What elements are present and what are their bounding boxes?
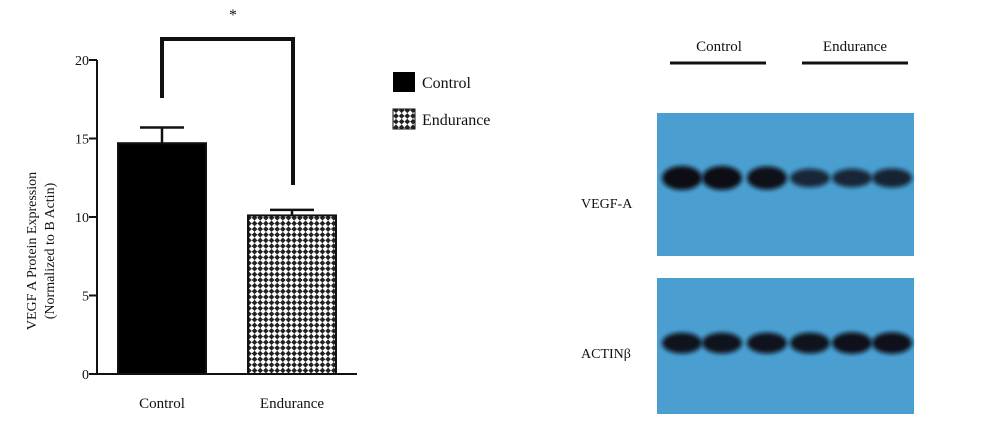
y-axis-title: VEGF A Protein Expression (Normalized to…	[25, 172, 58, 330]
x-tick-label: Control	[139, 396, 185, 412]
y-tick-label: 0	[82, 368, 89, 383]
x-tick-label: Endurance	[260, 396, 324, 412]
actin-band	[662, 332, 702, 354]
vegf-band	[832, 168, 872, 188]
legend-label-control: Control	[422, 75, 471, 92]
significance-star: *	[229, 7, 237, 24]
blot-membrane-vegf	[657, 113, 914, 256]
bar-chart: VEGF A Protein Expression (Normalized to…	[25, 7, 357, 412]
blot-row-label-vegf: VEGF-A	[581, 197, 633, 212]
legend: Control Endurance	[392, 72, 490, 130]
x-tick-labels: Control Endurance	[139, 396, 324, 412]
y-tick-label: 20	[75, 54, 89, 69]
y-ticks: 0 5 10 15 20	[75, 54, 97, 383]
bar-control	[117, 142, 207, 375]
y-axis-label-line1: VEGF A Protein Expression	[25, 172, 40, 330]
actin-band	[872, 332, 912, 354]
blot-group-label-control: Control	[696, 39, 742, 55]
vegf-band	[662, 166, 702, 190]
blot-group-label-endurance: Endurance	[823, 39, 887, 55]
legend-swatch-endurance	[392, 108, 416, 130]
vegf-band	[747, 166, 787, 190]
y-tick-label: 15	[75, 133, 89, 148]
y-tick-label: 5	[82, 290, 89, 305]
significance-bracket-line	[160, 37, 295, 185]
vegf-bands	[662, 166, 912, 190]
legend-label-endurance: Endurance	[422, 112, 490, 129]
vegf-band	[702, 166, 742, 190]
vegf-band	[872, 168, 912, 188]
legend-swatch-control	[393, 72, 415, 92]
actin-bands	[662, 332, 912, 354]
bars	[117, 126, 337, 375]
significance-bracket: *	[160, 7, 295, 185]
actin-band	[747, 332, 787, 354]
y-tick-label: 10	[75, 211, 89, 226]
actin-band	[832, 332, 872, 354]
western-blot: Control Endurance VEGF-A ACTINβ	[581, 39, 914, 414]
actin-band	[702, 332, 742, 354]
vegf-band	[790, 168, 830, 188]
blot-row-label-actin: ACTINβ	[581, 347, 631, 362]
actin-band	[790, 332, 830, 354]
bar-endurance	[247, 214, 337, 375]
y-axis-label-line2: (Normalized to B Actin)	[43, 182, 58, 319]
